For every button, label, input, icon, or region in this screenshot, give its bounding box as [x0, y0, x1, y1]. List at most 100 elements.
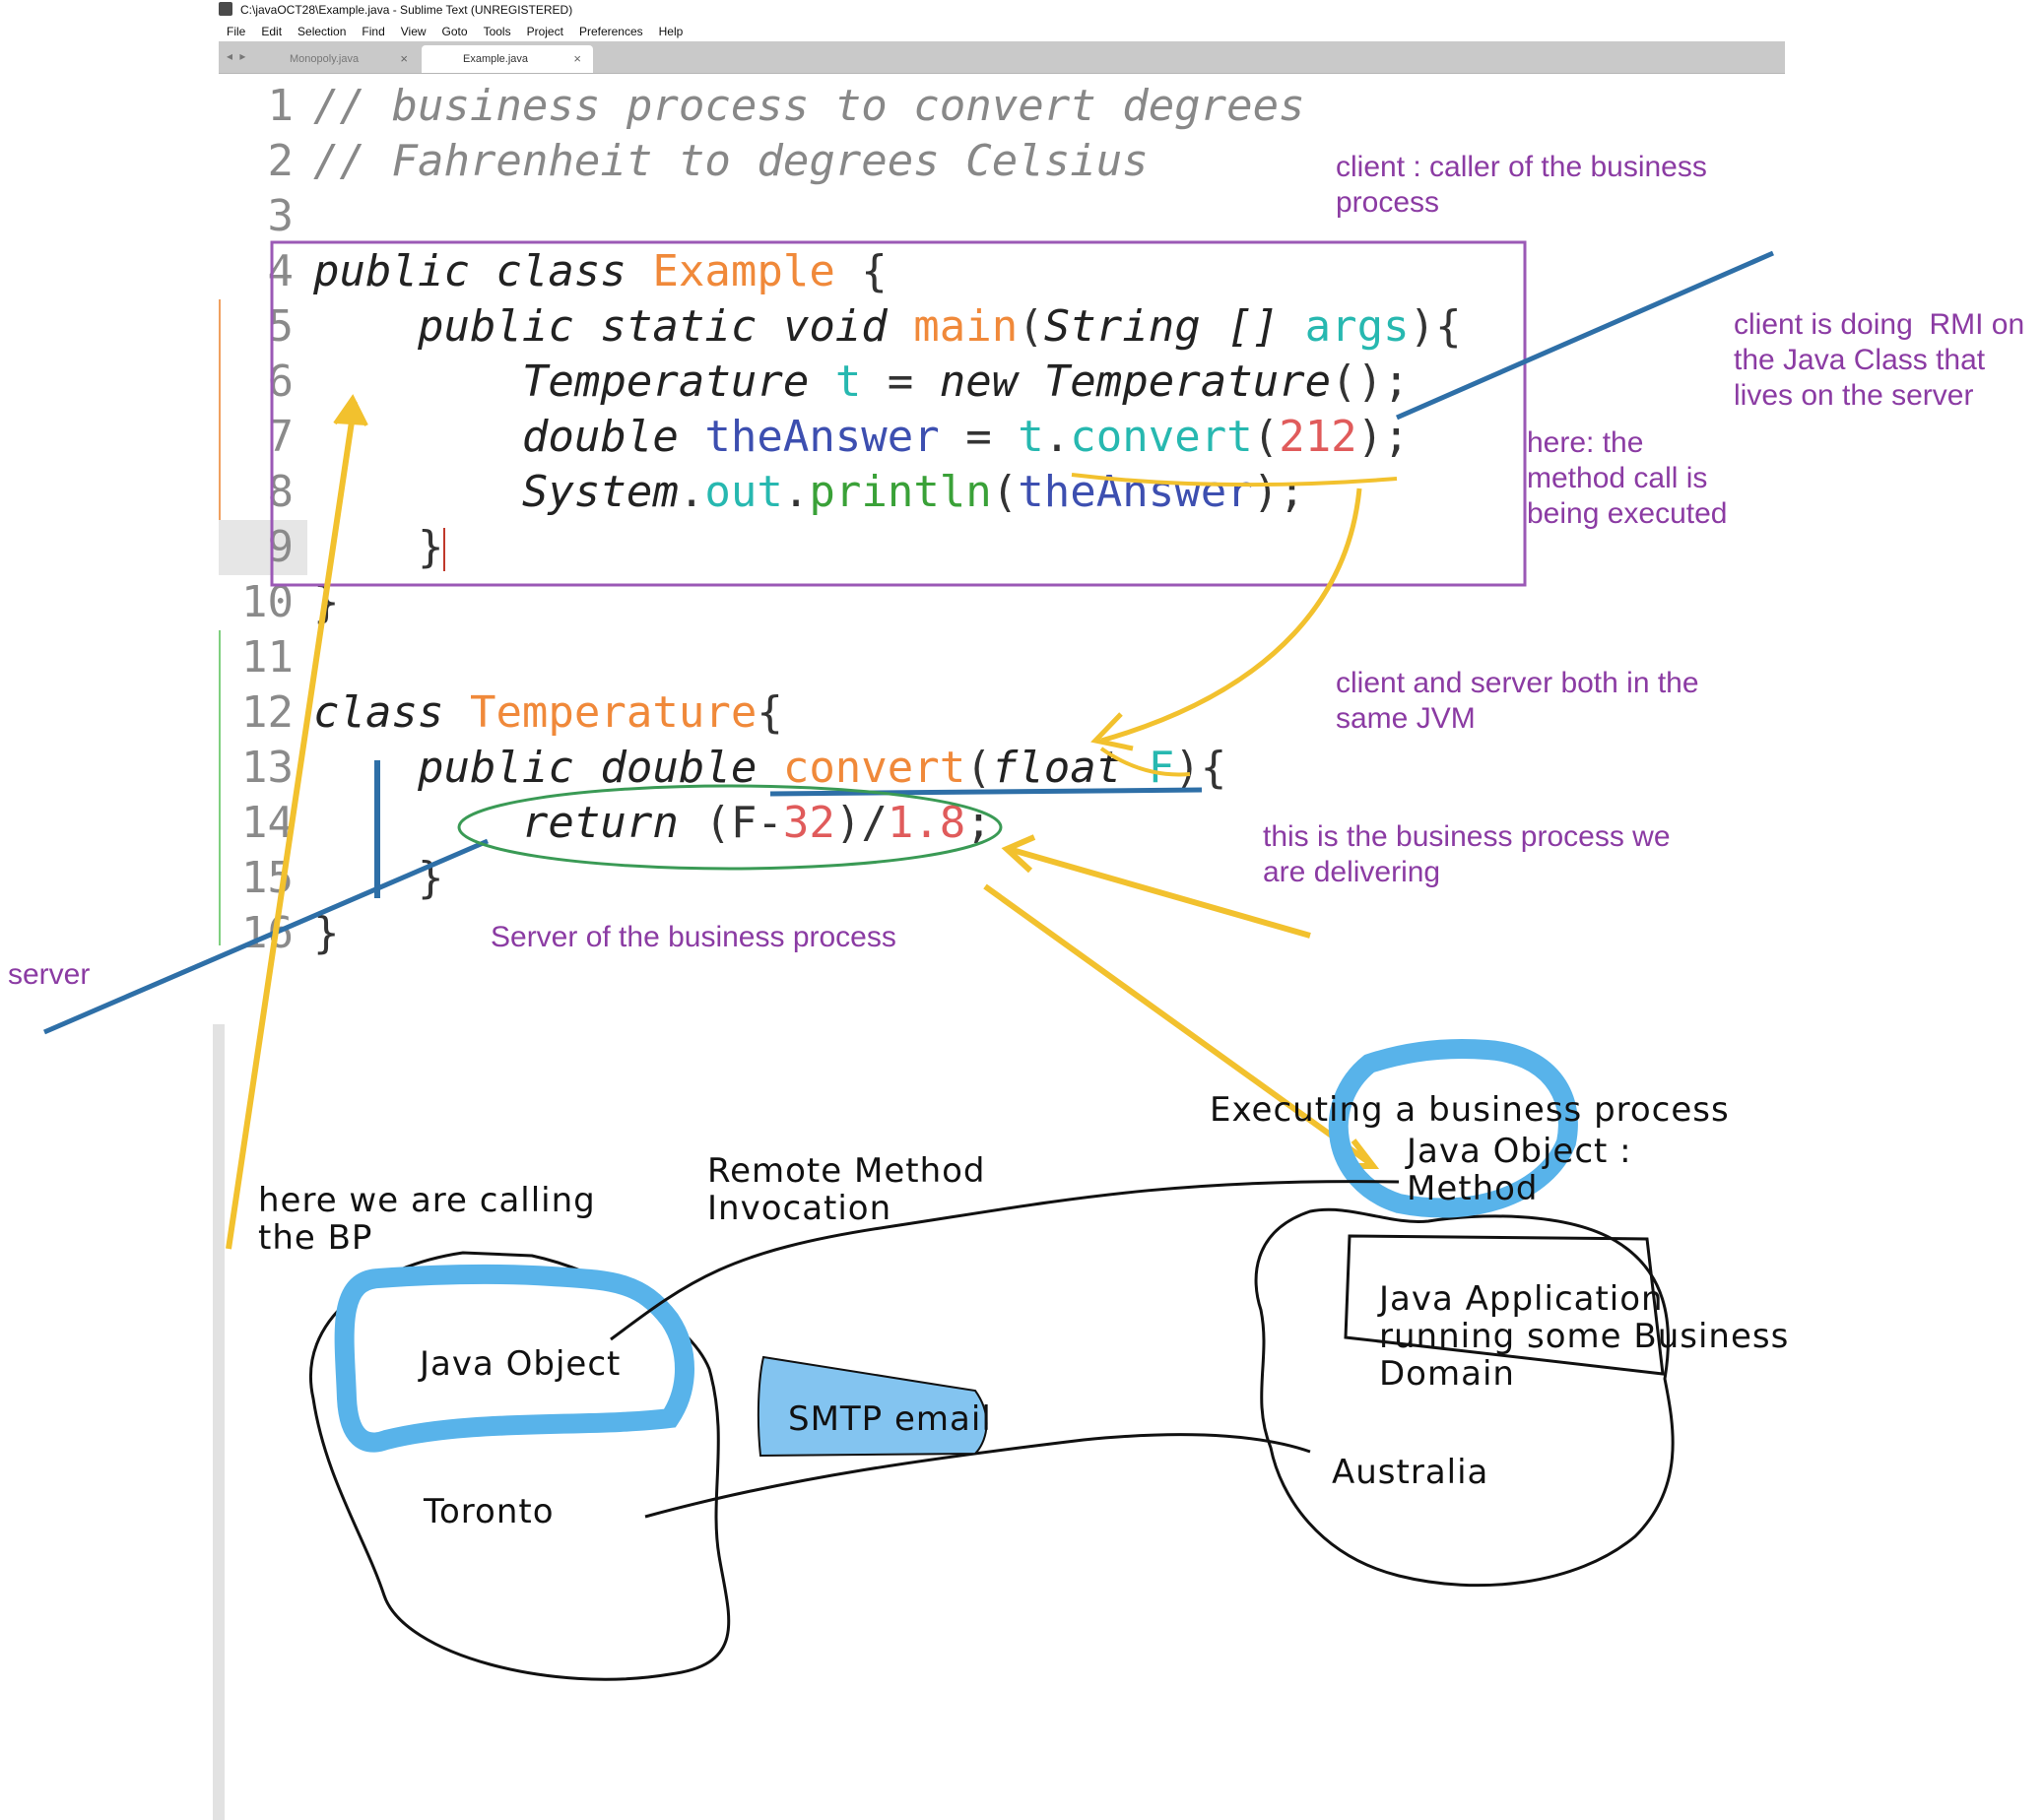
code-token: ; [965, 798, 992, 848]
code-token: 32 [782, 798, 835, 848]
code-token: . [1043, 412, 1071, 462]
tab-label: Monopoly.java [290, 53, 360, 65]
line-number: 15 [241, 853, 294, 903]
line-number: 5 [267, 301, 295, 352]
code-token: } [313, 577, 340, 627]
line-number: 4 [267, 246, 295, 296]
code-token: main [913, 301, 1019, 352]
code-token: ){ [1409, 301, 1462, 352]
code-token: out [704, 467, 783, 517]
code-token: new [939, 357, 1044, 407]
code-token: Temperature [1043, 357, 1332, 407]
code-token: class [313, 687, 470, 738]
code-token: = [861, 357, 940, 407]
code-token: t [809, 357, 862, 407]
window-title: C:\javaOCT28\Example.java - Sublime Text… [240, 3, 573, 17]
note-server: server [8, 958, 91, 991]
line-number: 8 [267, 467, 295, 517]
menu-find[interactable]: Find [362, 25, 385, 38]
line-code: } [313, 575, 340, 630]
sketch-rmi: Remote Method Invocation [707, 1151, 986, 1228]
code-token: double [313, 412, 705, 462]
line-number: 6 [267, 357, 295, 407]
code-token: } [313, 908, 340, 958]
line-code: public static void main(String [] args){ [313, 299, 1462, 355]
note-server-of-bp: Server of the business process [491, 921, 896, 953]
line-code: public double convert(float F){ [313, 741, 1226, 796]
code-token: ){ [1174, 743, 1227, 793]
tab-close-icon[interactable]: × [573, 51, 581, 66]
note-client-caller: client : caller of the business process [1336, 151, 1707, 219]
tab-nav-arrows-icon[interactable]: ◂ ▸ [227, 49, 248, 63]
code-token: . [678, 467, 705, 517]
sketch-java-object-method: Java Object : Method [1407, 1132, 1632, 1208]
line-code: return (F-32)/1.8; [313, 796, 992, 851]
tab-example-java[interactable]: Example.java × [422, 45, 593, 73]
menu-preferences[interactable]: Preferences [578, 25, 643, 38]
menu-tools[interactable]: Tools [483, 25, 511, 38]
menu-edit[interactable]: Edit [261, 25, 283, 38]
code-token: 212 [1279, 412, 1357, 462]
note-method-call: here: the method call is being executed [1527, 426, 1728, 530]
australia-blob [1254, 1207, 1675, 1588]
code-token: public double [313, 743, 783, 793]
code-token: float [991, 743, 1149, 793]
tab-close-icon[interactable]: × [400, 51, 408, 66]
modified-lines-marker [219, 299, 221, 520]
code-token: public class [313, 246, 653, 296]
sketch-java-object: Java Object [420, 1344, 622, 1384]
line-number: 1 [267, 81, 295, 131]
code-token: )/ [834, 798, 888, 848]
toronto-blob [309, 1251, 731, 1681]
line-number: 7 [267, 412, 295, 462]
code-token: // business process to convert degrees [313, 81, 1305, 131]
code-token: ( [991, 467, 1019, 517]
menu-file[interactable]: File [227, 25, 246, 38]
line-code: System.out.println(theAnswer); [313, 465, 1305, 520]
code-token: ( [965, 743, 992, 793]
code-token: { [757, 687, 783, 738]
menu-bar: File Edit Selection Find View Goto Tools Projec… [219, 22, 691, 41]
window-title-bar: C:\javaOCT28\Example.java - Sublime Text… [219, 0, 1785, 20]
code-token: [] [1200, 301, 1305, 352]
code-token: ( [1018, 301, 1044, 352]
code-token: t [1018, 412, 1044, 462]
menu-selection[interactable]: Selection [297, 25, 347, 38]
line-number: 12 [241, 687, 294, 738]
menu-view[interactable]: View [400, 25, 427, 38]
code-token: = [939, 412, 1019, 462]
code-token: // Fahrenheit to degrees Celsius [313, 136, 1149, 186]
line-code: // business process to convert degrees [313, 79, 1305, 134]
smtp-line [644, 1433, 1311, 1519]
code-token: } [313, 522, 444, 572]
divider [213, 1024, 225, 1820]
menu-help[interactable]: Help [658, 25, 684, 38]
code-token: println [809, 467, 992, 517]
code-token: ); [1356, 412, 1410, 462]
note-business-process: this is the business process we are deli… [1263, 820, 1671, 888]
tab-label: Example.java [463, 53, 529, 65]
menu-goto[interactable]: Goto [441, 25, 468, 38]
line-number: 2 [267, 136, 295, 186]
note-client-rmi: client is doing RMI on the Java Class th… [1734, 308, 2025, 412]
code-token: F [1148, 743, 1175, 793]
code-token: . [782, 467, 810, 517]
code-token: return [313, 798, 705, 848]
code-token: (F- [704, 798, 783, 848]
line-code: } [313, 520, 446, 575]
line-number: 14 [241, 798, 294, 848]
added-lines-marker [219, 630, 221, 945]
line-number: 11 [241, 632, 294, 682]
menu-project[interactable]: Project [526, 25, 563, 38]
sketch-java-application: Java Application running some Business D… [1379, 1279, 1790, 1394]
code-token: { [834, 246, 888, 296]
line-number: 3 [267, 191, 295, 241]
code-token: Temperature [313, 357, 810, 407]
tab-monopoly-java[interactable]: Monopoly.java × [248, 45, 420, 73]
text-cursor [443, 528, 446, 571]
line-code: Temperature t = new Temperature(); [313, 355, 1410, 410]
line-number: 13 [241, 743, 294, 793]
sketch-toronto: Toronto [424, 1492, 555, 1531]
sketch-smtp: SMTP email [788, 1399, 992, 1439]
note-same-jvm: client and server both in the same JVM [1336, 667, 1699, 735]
